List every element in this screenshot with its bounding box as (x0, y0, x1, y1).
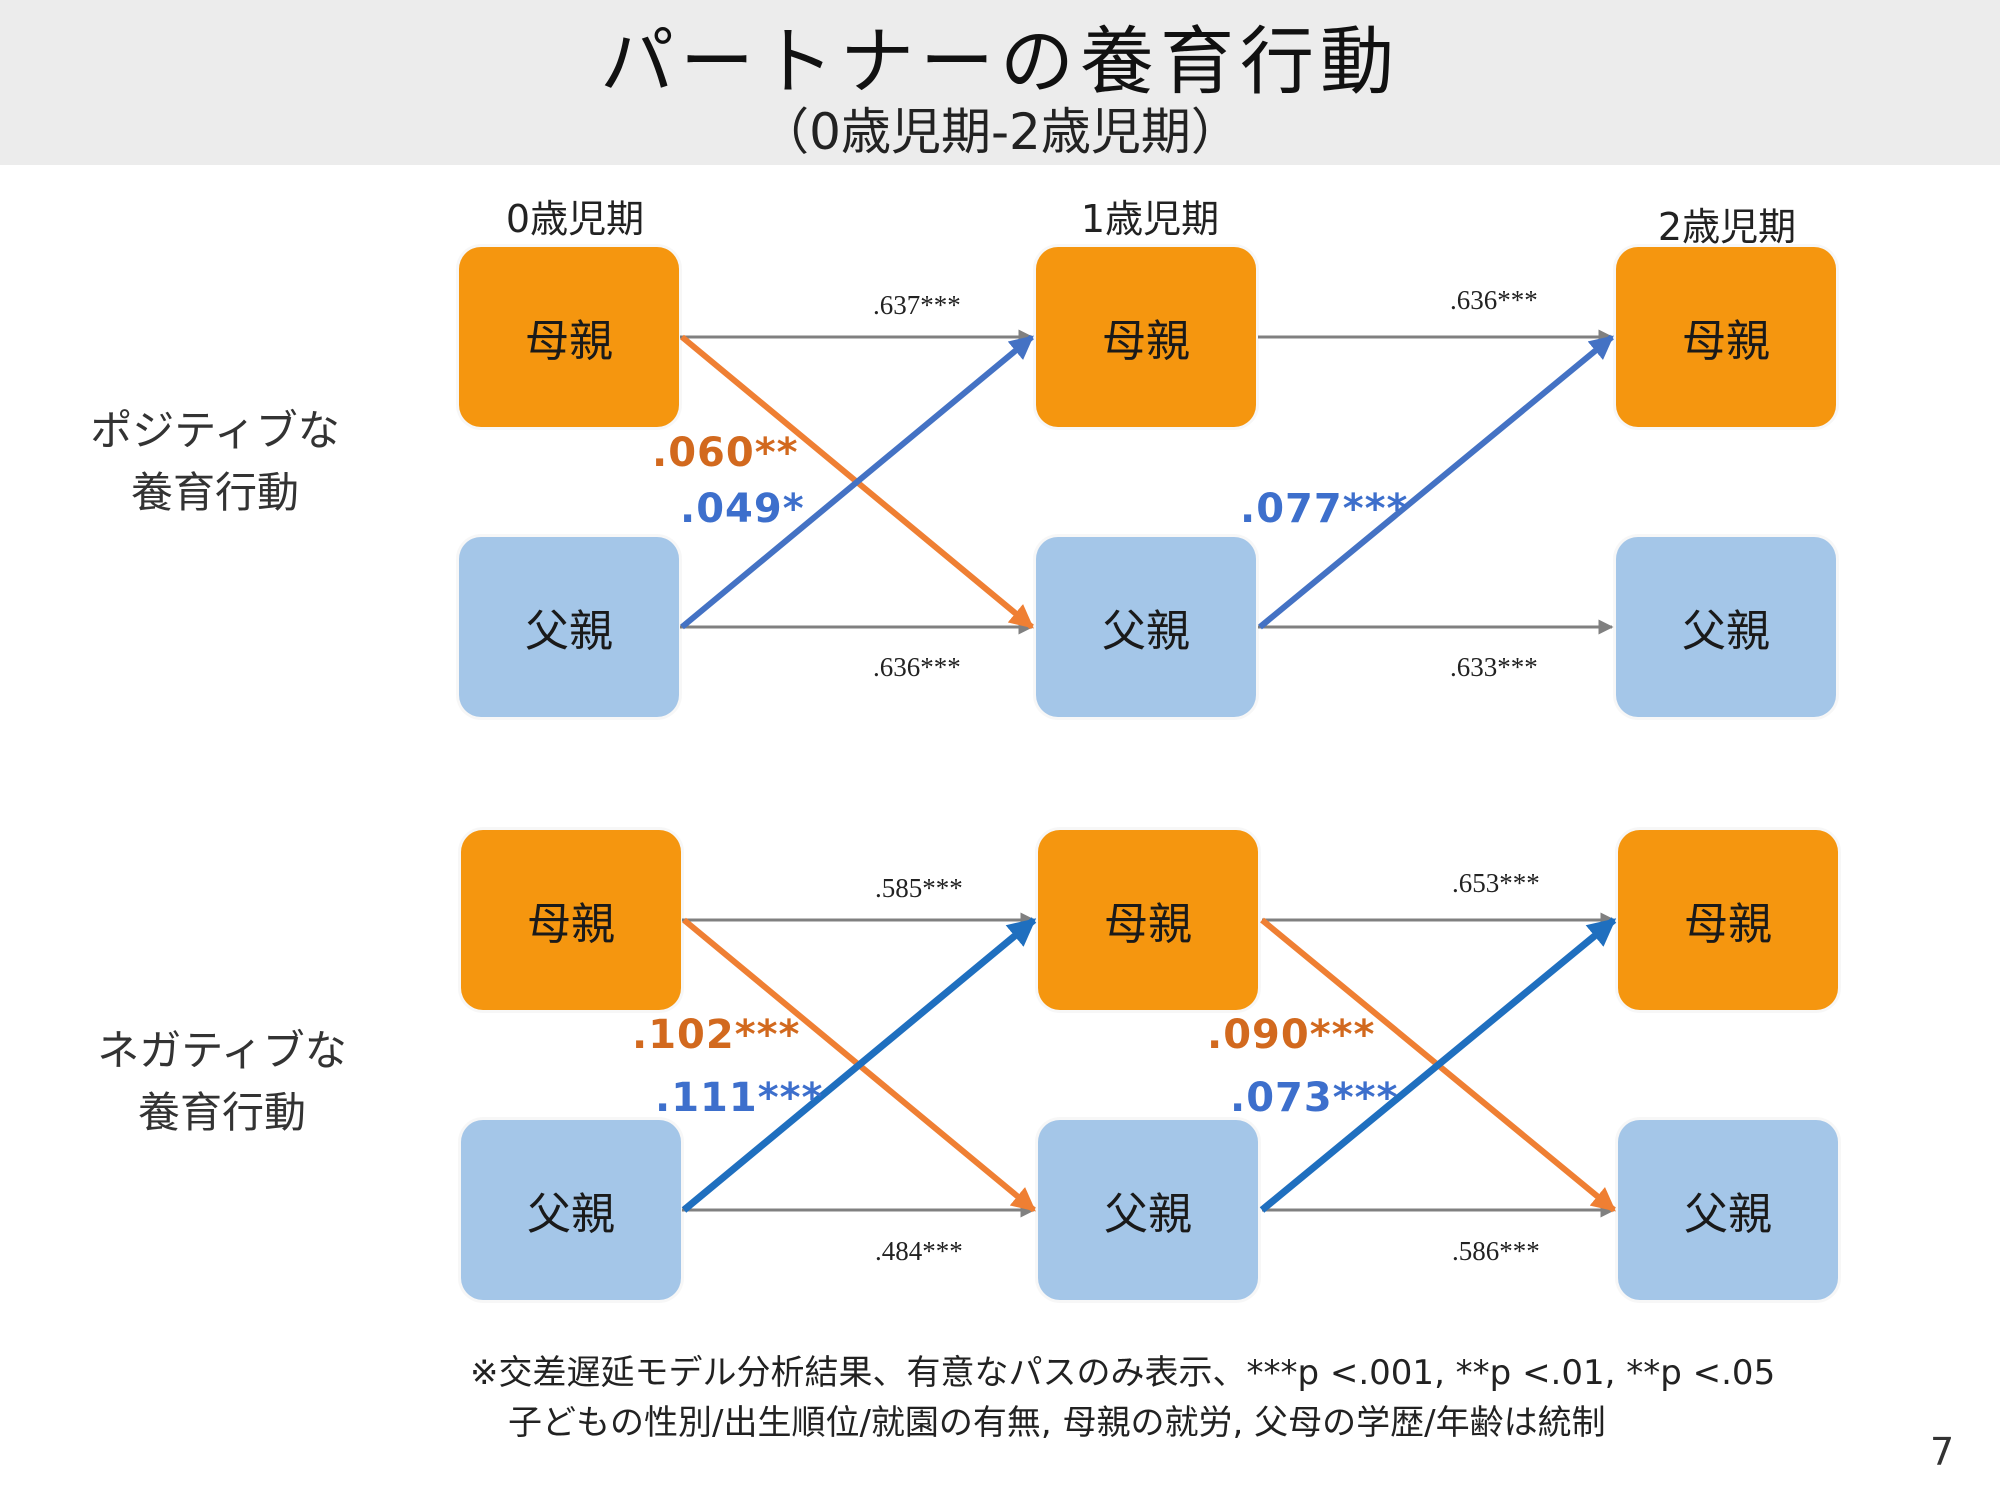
coef-pos-father1-mother2: .077*** (1240, 486, 1409, 532)
coef-pos-mother-1-2: .636*** (1450, 285, 1538, 315)
footnote-line1: ※交差遅延モデル分析結果、有意なパスのみ表示、***p <.001, **p <… (470, 1353, 1776, 1393)
node-pos-mother-age1: 母親 (1036, 247, 1256, 427)
coef-pos-father0-mother1: .049* (680, 486, 805, 532)
node-pos-father-age0: 父親 (459, 537, 679, 717)
node-pos-mother-age2: 母親 (1616, 247, 1836, 427)
header-bar: パートナーの養育行動 （0歳児期-2歳児期） (0, 0, 2000, 165)
arrow-pos-father0-mother1 (680, 334, 1034, 630)
coef-neg-mother1-father2: .090*** (1207, 1012, 1376, 1058)
row-label-negative: ネガティブな 養育行動 (72, 1020, 372, 1144)
arrow-pos-father1-mother2 (1258, 334, 1614, 630)
page-subtitle: （0歳児期-2歳児期） (759, 103, 1241, 161)
page-number: 7 (1930, 1430, 1955, 1474)
node-pos-father-age2: 父親 (1616, 537, 1836, 717)
coef-pos-father-0-1: .636*** (873, 652, 961, 682)
column-label-age1: 1歳児期 (1080, 197, 1220, 241)
coef-neg-mother0-father1: .102*** (632, 1012, 801, 1058)
row-label-positive-line1: ポジティブな (90, 406, 340, 455)
arrow-neg-father1-mother2 (1259, 917, 1617, 1213)
arrow-neg-father0-mother1 (681, 917, 1037, 1213)
node-neg-mother-age1: 母親 (1038, 830, 1258, 1010)
coef-pos-mother0-father1: .060** (652, 430, 799, 476)
row-label-positive: ポジティブな 養育行動 (65, 400, 365, 524)
coef-neg-father-1-2: .586*** (1452, 1236, 1540, 1266)
row-label-negative-line1: ネガティブな (97, 1026, 347, 1075)
coef-neg-mother-1-2: .653*** (1452, 868, 1540, 898)
row-label-negative-line2: 養育行動 (137, 1088, 306, 1137)
coef-pos-mother-0-1: .637*** (873, 290, 961, 320)
column-label-age0: 0歳児期 (505, 197, 645, 241)
coef-neg-mother-0-1: .585*** (875, 873, 963, 903)
node-neg-father-age0: 父親 (461, 1120, 681, 1300)
node-neg-father-age2: 父親 (1618, 1120, 1838, 1300)
row-label-positive-line2: 養育行動 (130, 468, 299, 517)
coef-neg-father0-mother1: .111*** (655, 1075, 824, 1121)
coef-pos-father-1-2: .633*** (1450, 652, 1538, 682)
node-neg-father-age1: 父親 (1038, 1120, 1258, 1300)
node-neg-mother-age0: 母親 (461, 830, 681, 1010)
page-title: パートナーの養育行動 (600, 19, 1400, 105)
footnote-line2: 子どもの性別/出生順位/就園の有無, 母親の就労, 父母の学歴/年齢は統制 (508, 1403, 1606, 1443)
coef-neg-father-0-1: .484*** (875, 1236, 963, 1266)
column-label-age2: 2歳児期 (1657, 205, 1797, 249)
node-neg-mother-age2: 母親 (1618, 830, 1838, 1010)
coef-neg-father1-mother2: .073*** (1230, 1075, 1399, 1121)
node-pos-father-age1: 父親 (1036, 537, 1256, 717)
node-pos-mother-age0: 母親 (459, 247, 679, 427)
